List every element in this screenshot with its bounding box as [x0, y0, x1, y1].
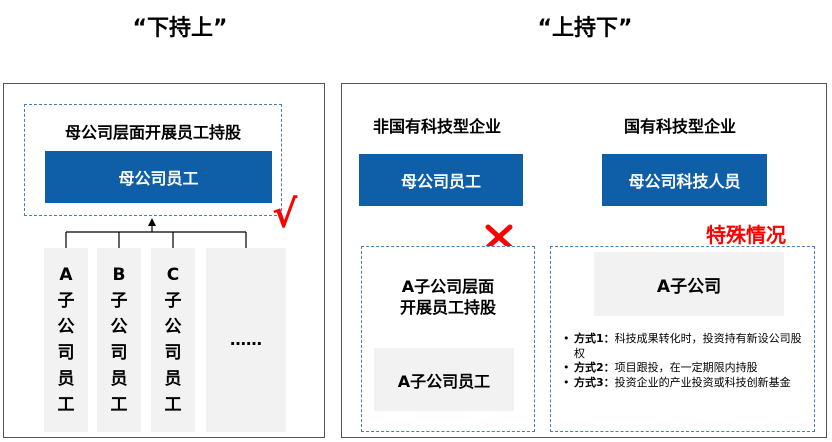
more-subsidiaries-ellipsis: …… [206, 248, 286, 432]
non-state-parent-employee-box: 母公司员工 [359, 154, 523, 206]
subsidiary-employee-box: A子公司员工 [374, 348, 514, 411]
cross-mark-icon [485, 224, 513, 250]
non-state-enterprise-title: 非国有科技型企业 [372, 117, 501, 136]
subsidiary-level-title: A子公司层面 开展员工持股 [399, 277, 496, 317]
method-item: •方式3：投资企业的产业投资或科技创新基金 [563, 375, 791, 389]
subsidiary-a-box: A子公司 [594, 252, 784, 316]
methods-list: •方式1：科技成果转化时，投资持有新设公司股权 •方式2：项目跟投，在一定期限内… [560, 332, 810, 390]
check-mark-icon: √ [272, 192, 298, 236]
parent-employee-box: 母公司员工 [45, 151, 272, 203]
state-owned-enterprise-title: 国有科技型企业 [623, 117, 736, 136]
special-case-label: 特殊情况 [706, 223, 786, 247]
left-heading: “下持上” [132, 16, 228, 41]
right-heading: “上持下” [537, 16, 633, 41]
method-item: •方式1：科技成果转化时，投资持有新设公司股权 [563, 332, 802, 360]
parent-level-title: 母公司层面开展员工持股 [64, 123, 241, 142]
tech-staff-box: 母公司科技人员 [602, 154, 767, 206]
method-item: •方式2：项目跟投，在一定期限内持股 [563, 361, 758, 374]
